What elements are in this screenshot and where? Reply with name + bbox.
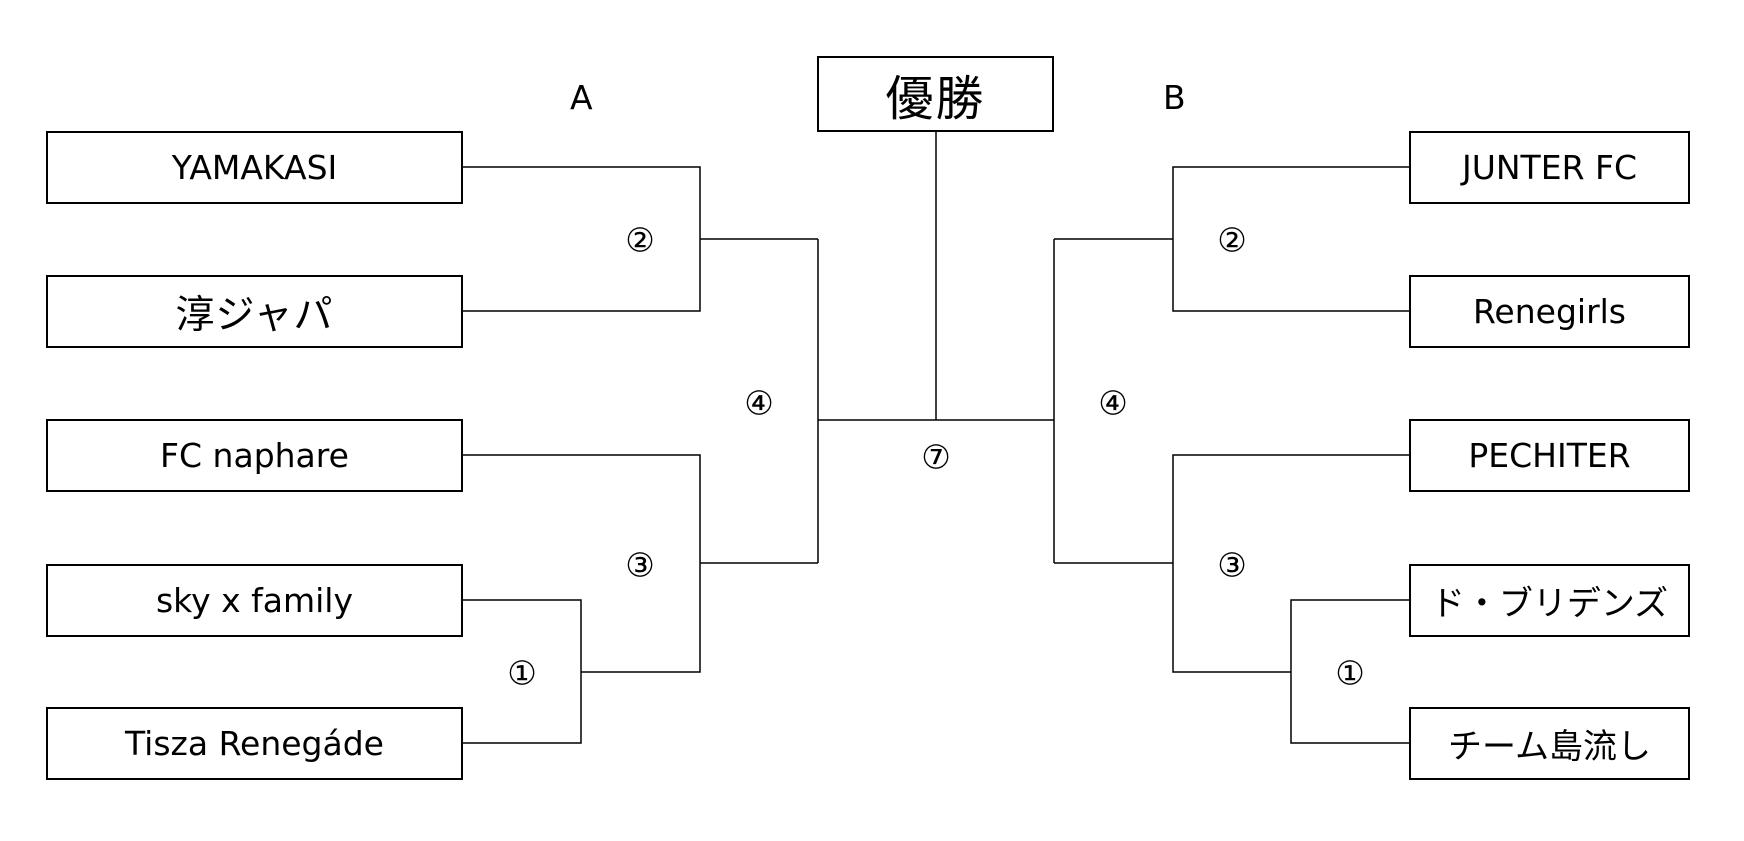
match-number-right-4: ④ — [1098, 383, 1128, 423]
team-name: Renegirls — [1472, 292, 1626, 331]
group-label-a: A — [570, 78, 593, 117]
team-box-pechiter: PECHITER — [1409, 419, 1690, 492]
team-name: JUNTER FC — [1461, 148, 1638, 187]
match-number-final: ⑦ — [921, 437, 951, 477]
team-box-renegirls: Renegirls — [1409, 275, 1690, 348]
team-box-yamakasi: YAMAKASI — [46, 131, 463, 204]
match-number-left-4: ④ — [744, 383, 774, 423]
match-number-right-2: ② — [1217, 220, 1247, 260]
team-name: sky x family — [155, 581, 354, 620]
champion-box: 優勝 — [817, 56, 1054, 132]
bracket-line — [1172, 166, 1409, 312]
team-name: Tisza Renegáde — [125, 724, 384, 763]
match-number-left-2: ② — [625, 220, 655, 260]
team-box-tisza-renegade: Tisza Renegáde — [46, 707, 463, 780]
team-name: FC naphare — [160, 436, 349, 475]
bracket-line — [463, 166, 701, 312]
team-name: 淳ジャパ — [175, 292, 334, 338]
team-name: ド・ブリデンズ — [1430, 584, 1669, 624]
group-label-b: B — [1163, 78, 1186, 117]
team-name: YAMAKASI — [171, 148, 338, 187]
team-name: PECHITER — [1468, 436, 1631, 475]
team-box-team-shimanagashi: チーム島流し — [1409, 707, 1690, 780]
team-name: チーム島流し — [1448, 727, 1651, 767]
champion-label: 優勝 — [885, 71, 986, 127]
team-box-sky-x-family: sky x family — [46, 564, 463, 637]
match-number-left-1: ① — [507, 653, 537, 693]
team-box-junter-fc: JUNTER FC — [1409, 131, 1690, 204]
team-box-fc-naphare: FC naphare — [46, 419, 463, 492]
match-number-right-3: ③ — [1217, 545, 1247, 585]
match-number-right-1: ① — [1335, 653, 1365, 693]
team-box-do-burizenzu: ド・ブリデンズ — [1409, 564, 1690, 637]
match-number-left-3: ③ — [625, 545, 655, 585]
team-box-jun-japa: 淳ジャパ — [46, 275, 463, 348]
